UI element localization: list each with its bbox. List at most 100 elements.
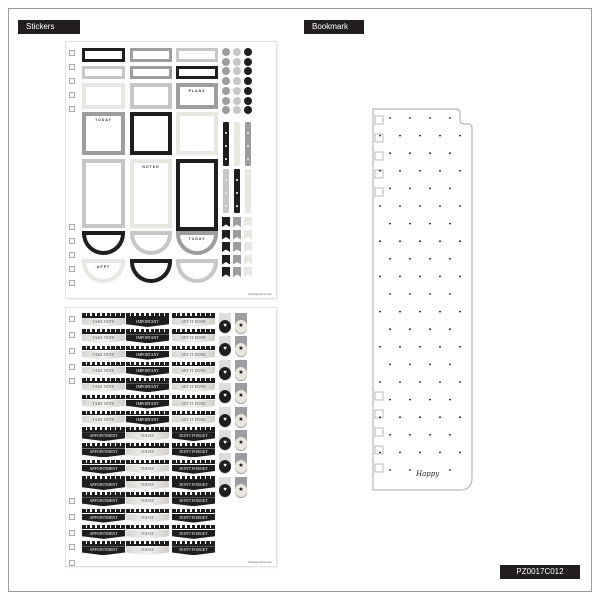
banner-band bbox=[82, 527, 125, 530]
banner-band bbox=[126, 348, 169, 351]
banner-label: TAKE NOTE bbox=[82, 399, 125, 409]
heart-tab-sticker: ♥ bbox=[219, 406, 231, 428]
polka-dot bbox=[399, 310, 401, 313]
banner-tooth bbox=[91, 361, 96, 366]
banner-tooth bbox=[96, 492, 101, 497]
banner-tooth bbox=[181, 378, 186, 383]
banner-label: TODAY bbox=[126, 481, 169, 490]
banner-tooth bbox=[130, 345, 135, 350]
polka-dot bbox=[419, 205, 421, 207]
banner-tooth bbox=[201, 361, 205, 366]
banner-sticker: APPOINTMENT bbox=[82, 476, 125, 490]
polka-dot bbox=[459, 169, 461, 172]
banner-tooth bbox=[160, 459, 164, 464]
banner-sticker: TAKE NOTE bbox=[82, 378, 125, 393]
polka-dot bbox=[449, 293, 451, 295]
banner-tooth bbox=[176, 524, 181, 529]
banner-tooth bbox=[206, 378, 210, 383]
banner-tooth bbox=[145, 394, 150, 399]
ring-hole bbox=[69, 560, 75, 566]
half-circle-sticker bbox=[130, 259, 172, 283]
banner-tooth bbox=[111, 313, 115, 317]
banner-sticker: TODAY bbox=[126, 508, 169, 523]
ring-hole bbox=[374, 445, 384, 455]
banner-tooth bbox=[160, 476, 164, 480]
banner-tooth bbox=[140, 313, 145, 317]
banner-label: DON'T FORGET bbox=[172, 432, 215, 442]
banner-tooth bbox=[145, 508, 150, 513]
banner-tooth bbox=[181, 524, 186, 529]
dot-sticker bbox=[233, 77, 241, 86]
banner-tooth bbox=[140, 427, 145, 432]
banner-sticker: DON'T FORGET bbox=[172, 541, 215, 556]
banner-tooth bbox=[165, 443, 169, 448]
banner-band bbox=[82, 479, 125, 481]
banner-tooth bbox=[150, 378, 154, 383]
banner-tooth bbox=[160, 410, 164, 415]
banner-sticker: GET IT DONE bbox=[172, 410, 215, 425]
flag-sticker bbox=[222, 217, 230, 227]
banner-tooth bbox=[150, 524, 154, 529]
banner-tooth bbox=[82, 394, 86, 399]
dot-sticker bbox=[244, 106, 252, 115]
banner-tooth bbox=[106, 476, 110, 480]
banner-band bbox=[82, 430, 125, 432]
banner-band bbox=[172, 544, 215, 546]
banner-tooth bbox=[121, 459, 125, 464]
polka-dot bbox=[409, 328, 411, 331]
banner-tooth bbox=[86, 345, 91, 350]
ring-hole bbox=[374, 463, 384, 473]
banner-tooth bbox=[211, 329, 215, 334]
banner-tooth bbox=[165, 541, 169, 546]
banner-tooth bbox=[130, 443, 135, 448]
banner-band bbox=[172, 397, 215, 399]
half-circle-sticker bbox=[82, 231, 125, 255]
heart-icon: ♥ bbox=[219, 390, 231, 404]
banner-sticker: GET IT DONE bbox=[172, 394, 215, 409]
polka-dot bbox=[409, 152, 411, 155]
banner-tooth bbox=[206, 492, 210, 497]
banner-tooth bbox=[86, 443, 91, 448]
polka-dot bbox=[409, 293, 411, 295]
sticker-frame bbox=[82, 83, 125, 109]
banner-tooth bbox=[160, 508, 164, 513]
banner-tooth bbox=[160, 345, 164, 350]
banner-tooth bbox=[116, 508, 120, 513]
banner-tooth bbox=[186, 459, 191, 464]
banner-tooth bbox=[196, 410, 200, 415]
banner-tooth bbox=[155, 427, 159, 432]
banner-tooth bbox=[82, 410, 86, 415]
banner-tooth bbox=[82, 313, 86, 317]
banner-label: GET IT DONE bbox=[172, 350, 215, 360]
banner-tooth bbox=[96, 361, 101, 366]
banner-tooth bbox=[116, 459, 120, 464]
banner-tooth bbox=[111, 492, 115, 497]
banner-tooth bbox=[101, 492, 106, 497]
banner-tooth bbox=[165, 476, 169, 480]
dot-sticker bbox=[233, 67, 241, 76]
banner-tooth bbox=[186, 410, 191, 415]
sheet-footer: thehappyplanner.com bbox=[248, 561, 272, 564]
banner-sticker: TAKE NOTE bbox=[82, 361, 125, 376]
star-tab-sticker: ★ bbox=[235, 476, 247, 498]
banner-band bbox=[172, 462, 215, 465]
flag-sticker bbox=[233, 229, 241, 240]
banner-tooth bbox=[145, 524, 150, 529]
banner-tooth bbox=[116, 476, 120, 480]
strip-dot bbox=[225, 158, 227, 160]
strip-dot bbox=[236, 132, 238, 134]
banner-tooth bbox=[126, 329, 130, 334]
banner-tooth bbox=[211, 313, 215, 317]
star-tab-sticker: ★ bbox=[235, 313, 247, 334]
banner-tooth bbox=[121, 329, 125, 334]
banner-sticker: GET IT DONE bbox=[172, 345, 215, 360]
banner-label: IMPORTANT bbox=[126, 399, 169, 409]
banner-tooth bbox=[196, 476, 200, 480]
banner-sticker: TODAY bbox=[126, 492, 169, 507]
banner-tooth bbox=[126, 394, 130, 399]
banner-tooth bbox=[111, 459, 115, 464]
polka-dot bbox=[399, 416, 401, 419]
ring-hole bbox=[69, 252, 75, 258]
banner-tooth bbox=[106, 508, 110, 513]
banner-tooth bbox=[82, 427, 86, 432]
